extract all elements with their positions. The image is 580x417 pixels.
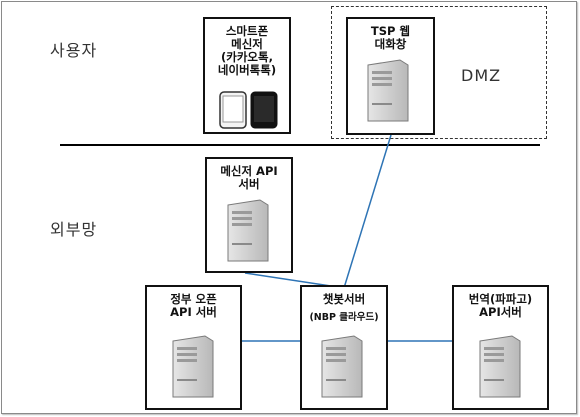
node-title: 번역(파파고) API서버 [468, 292, 533, 319]
node-chatbot-server: 챗봇서버 (NBP 클라우드) [300, 285, 388, 410]
node-tsp-web-chat: TSP 웹 대화창 [346, 17, 435, 135]
server-icon [479, 335, 521, 398]
node-title: 챗봇서버 [322, 292, 366, 306]
node-gov-open-api-server: 정부 오픈 API 서버 [145, 285, 242, 410]
smartphone-icon [219, 91, 278, 129]
zone-label-dmz: DMZ [461, 66, 502, 85]
server-icon [227, 199, 269, 262]
link-tsp-chatbot [343, 134, 392, 289]
node-subtitle: (NBP 클라우드) [309, 312, 379, 323]
node-title: 정부 오픈 API 서버 [170, 292, 217, 319]
node-smartphone-messenger: 스마트폰 메신저 (카카오톡, 네이버톡톡) [203, 17, 291, 134]
node-title: TSP 웹 대화창 [370, 24, 411, 51]
server-icon [172, 335, 214, 398]
node-translation-api-server: 번역(파파고) API서버 [452, 285, 549, 410]
server-icon [321, 335, 363, 398]
node-title: 스마트폰 메신저 (카카오톡, 네이버톡톡) [217, 24, 277, 77]
zone-label-external: 외부망 [50, 220, 98, 239]
node-title: 메신저 API 서버 [220, 164, 278, 191]
node-messenger-api-server: 메신저 API 서버 [205, 157, 293, 273]
dmz-zone [331, 6, 547, 139]
zone-label-user: 사용자 [50, 41, 98, 60]
server-icon [367, 59, 409, 122]
